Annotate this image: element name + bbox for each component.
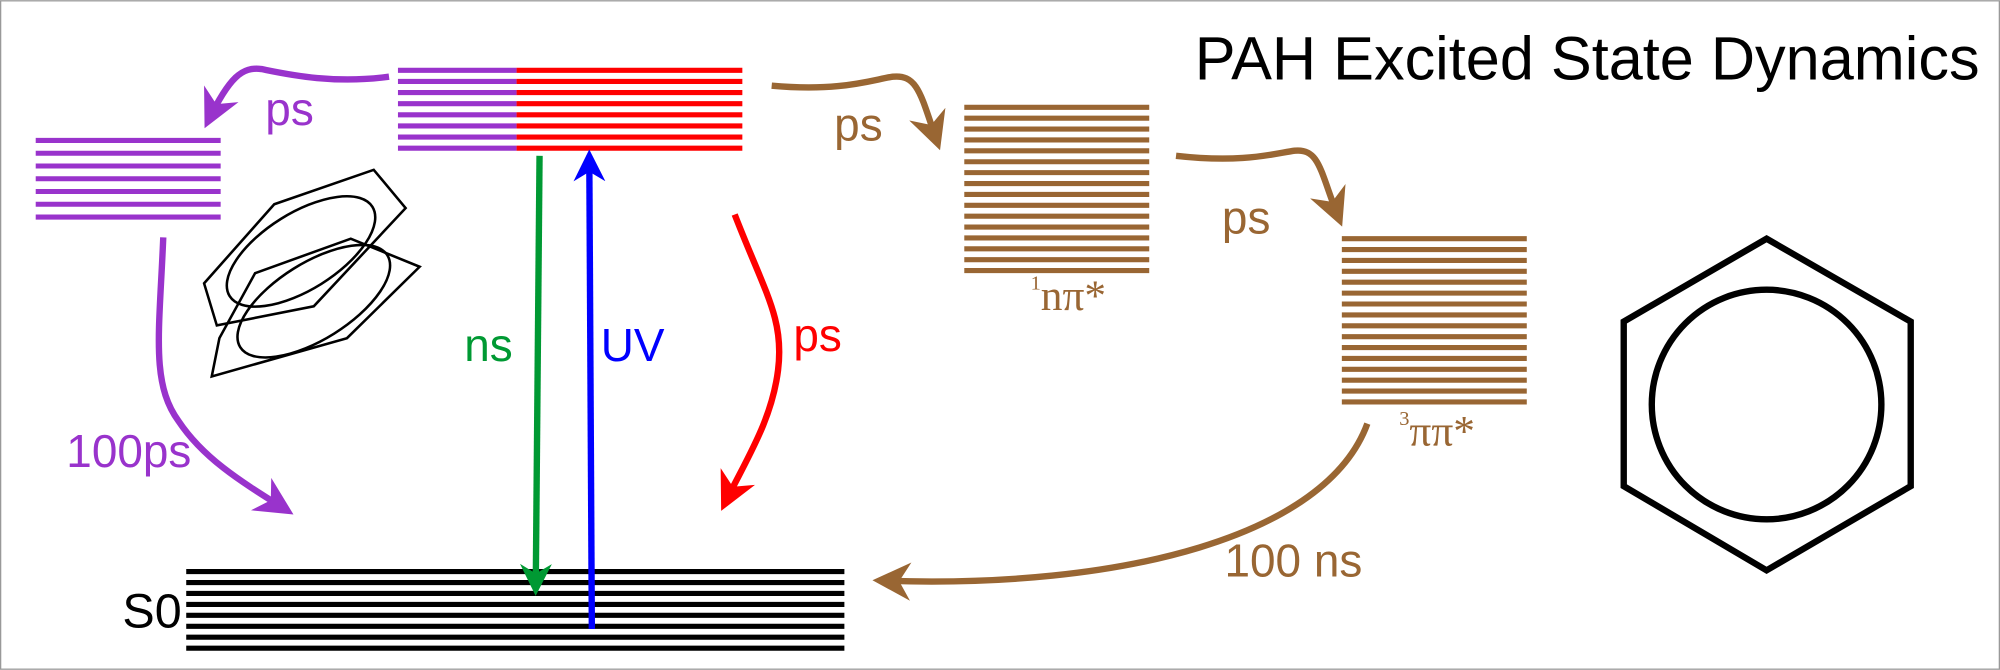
brown-ps-arrow-2: [1175, 147, 1346, 227]
singlet-npi-state-label: 1 nπ*: [1031, 272, 1106, 320]
brown-ps-arrow-1: [771, 73, 946, 151]
brown-ps-label-1: ps: [834, 98, 882, 150]
triplet-superscript: 3: [1399, 408, 1409, 430]
purple-ps-arrow: [204, 65, 390, 129]
purple-100ps-label: 100ps: [66, 425, 191, 477]
benzene-icon: [1620, 235, 1914, 575]
s1-red-levels: [516, 67, 743, 151]
s0-levels: [186, 569, 845, 651]
s0-label: S0: [122, 585, 181, 639]
triplet-pipi-text: ππ*: [1409, 407, 1474, 455]
blue-uv-arrow: [573, 149, 606, 630]
blue-uv-label: UV: [601, 319, 665, 371]
triplet-pipi-levels: [1341, 236, 1527, 405]
triplet-pipi-state-label: 3 ππ*: [1399, 407, 1475, 455]
green-ns-arrow: [519, 155, 552, 596]
brown-100ns-label: 100 ns: [1224, 535, 1362, 587]
s1-purple-levels: [397, 67, 517, 151]
singlet-npi-text: nπ*: [1041, 272, 1106, 320]
red-ps-arrow: [720, 213, 783, 511]
green-ns-label: ns: [464, 319, 512, 371]
singlet-npi-levels: [964, 104, 1150, 274]
purple-ps-label: ps: [265, 83, 313, 135]
energy-levels: [35, 67, 1527, 651]
intermediate-purple-levels: [35, 137, 221, 220]
diagram-title: PAH Excited State Dynamics: [1195, 24, 1980, 92]
brown-100ns-arrow: [872, 422, 1371, 601]
singlet-superscript: 1: [1031, 273, 1041, 295]
brown-ps-label-2: ps: [1222, 192, 1270, 244]
red-ps-label: ps: [793, 309, 841, 361]
purple-100ps-arrow: [155, 237, 294, 515]
dimer-molecule-icon: [202, 168, 422, 379]
